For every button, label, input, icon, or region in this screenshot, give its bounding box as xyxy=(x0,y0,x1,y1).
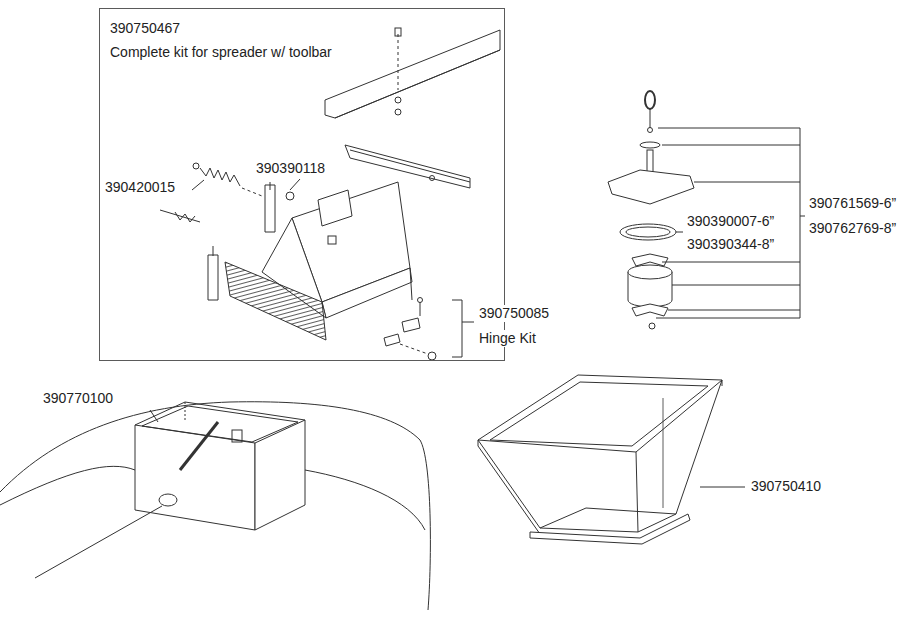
leader-line xyxy=(662,145,800,146)
hinge-nut xyxy=(418,298,423,303)
hopper-rim xyxy=(142,406,298,442)
hidden-edge xyxy=(185,402,186,420)
part-number: 390762769-8” xyxy=(808,220,897,237)
spring xyxy=(200,168,240,186)
nut xyxy=(395,97,401,103)
part-number: 390750085 xyxy=(478,305,550,322)
fin xyxy=(632,304,668,316)
lug xyxy=(159,494,177,506)
hood-hole xyxy=(328,236,336,244)
kit-part-number: 390750467 xyxy=(110,19,494,37)
spring-hook xyxy=(193,163,199,169)
leader-line xyxy=(668,310,800,311)
leader-line xyxy=(700,487,745,488)
eye-bolt xyxy=(645,91,655,109)
funnel-edge xyxy=(478,440,540,534)
leader-line xyxy=(150,410,158,422)
kit-title: Complete kit for spreader w/ toolbar xyxy=(110,43,494,61)
spinner-cup xyxy=(628,265,672,279)
hinge-cap xyxy=(428,352,436,360)
plate-flange xyxy=(335,50,500,118)
hopper-rim xyxy=(135,402,305,425)
leader-line xyxy=(662,262,800,263)
funnel-bottom xyxy=(540,508,676,532)
part-number: Hinge Kit xyxy=(478,330,537,347)
nut xyxy=(648,128,653,133)
washer xyxy=(640,142,660,148)
spring-rod xyxy=(160,210,200,222)
hopper-tab xyxy=(232,430,242,442)
tank-outline xyxy=(0,402,430,610)
brush-strip xyxy=(225,262,326,340)
hinge-bolt xyxy=(420,302,421,316)
hopper-front xyxy=(135,425,255,530)
spinner-plate xyxy=(608,170,694,204)
dimension-line xyxy=(663,398,664,508)
bolt xyxy=(395,28,401,36)
spring xyxy=(175,212,195,222)
cable xyxy=(35,506,162,578)
bushing xyxy=(286,192,294,200)
axis-line xyxy=(242,188,262,196)
hood-tab xyxy=(318,190,352,226)
funnel-edge xyxy=(636,452,638,532)
hinge-plate xyxy=(402,318,420,332)
funnel-rim-inner xyxy=(490,382,708,446)
gasket-ring xyxy=(620,224,676,240)
agitator-rod xyxy=(180,422,218,470)
bolt-shank xyxy=(650,109,651,128)
leader-line xyxy=(192,180,204,190)
spinner-drawing xyxy=(608,91,805,329)
tank-drawing xyxy=(0,402,430,610)
leader-line xyxy=(290,179,300,190)
part-number: 390750410 xyxy=(750,478,822,495)
nut xyxy=(649,323,655,329)
tank-contour xyxy=(305,470,425,530)
leader-line xyxy=(656,318,800,319)
strip-edge xyxy=(350,150,470,182)
funnel-flange xyxy=(530,514,690,544)
leader-line xyxy=(658,128,800,129)
kit-drawing xyxy=(160,28,500,360)
bracket xyxy=(208,255,218,300)
funnel-drawing xyxy=(478,375,745,544)
leader-line xyxy=(676,232,683,233)
part-number: 390761569-6” xyxy=(808,195,897,212)
hinge-wire xyxy=(410,268,412,300)
deflector-plate xyxy=(325,30,500,118)
part-number: 390390344-8” xyxy=(686,236,775,253)
funnel-edge xyxy=(722,380,723,386)
hinge-plate xyxy=(384,334,400,346)
bracket xyxy=(265,185,275,232)
angle-strip xyxy=(345,145,470,188)
part-number: 390390118 xyxy=(255,160,326,177)
part-number: 390390007-6” xyxy=(686,213,775,230)
leader-line xyxy=(694,182,800,183)
nut xyxy=(395,109,401,115)
hinge-pin xyxy=(400,344,428,354)
kit-bracket xyxy=(462,322,474,323)
bracket-line xyxy=(800,128,801,318)
hopper-side xyxy=(255,420,305,530)
part-number: 390770100 xyxy=(42,390,114,407)
part-number: 390420015 xyxy=(104,179,176,196)
funnel-edge xyxy=(676,380,722,514)
fin xyxy=(632,254,668,266)
funnel-edge xyxy=(478,440,540,528)
bolt-line xyxy=(398,34,399,90)
kit-bracket xyxy=(452,300,462,357)
bracket-tick xyxy=(800,216,805,217)
bracket-bolt xyxy=(213,246,214,256)
bracket-bolt xyxy=(270,182,271,190)
gasket-ring xyxy=(626,227,670,237)
bolt-head xyxy=(430,176,435,181)
funnel-rim xyxy=(478,375,722,452)
hood-lip xyxy=(322,268,412,318)
leader-line xyxy=(672,285,800,286)
tank-contour xyxy=(0,466,135,505)
